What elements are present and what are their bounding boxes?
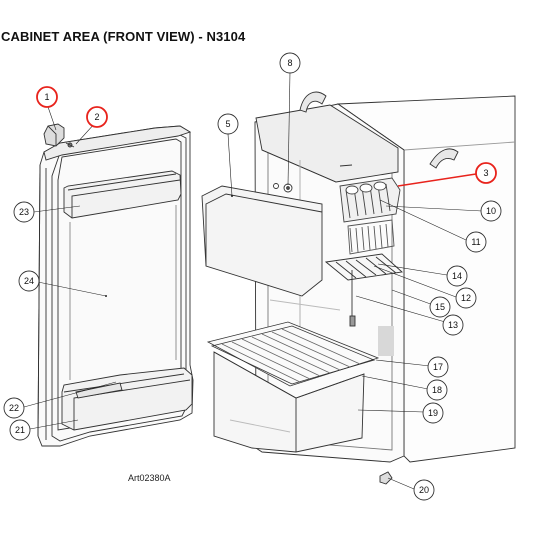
crisper-drawer	[213, 351, 365, 453]
callout-label: 13	[448, 320, 458, 330]
callout-label: 8	[287, 58, 292, 68]
callout-17: 17	[427, 356, 449, 378]
callout-11: 11	[465, 231, 487, 253]
callout-19: 19	[422, 402, 444, 424]
door-assembly	[37, 123, 194, 447]
callout-label: 23	[19, 207, 29, 217]
callout-label: 17	[433, 362, 443, 372]
door-hinge-part	[43, 123, 65, 147]
callout-20: 20	[413, 479, 435, 501]
callout-24: 24	[18, 270, 40, 292]
hinge-bracket-right	[429, 148, 459, 169]
leader-lines	[23, 71, 483, 490]
callout-2: 2	[86, 106, 108, 128]
callout-5: 5	[217, 113, 239, 135]
wire-shelf	[206, 321, 380, 387]
evaporator-fins	[339, 177, 401, 223]
callout-label: 1	[44, 92, 49, 102]
callout-8: 8	[279, 52, 301, 74]
door-bin-lower	[61, 367, 193, 431]
callout-21: 21	[9, 419, 31, 441]
callout-label: 24	[24, 276, 34, 286]
callout-label: 19	[428, 408, 438, 418]
cooling-fins	[347, 219, 395, 255]
callout-label: 14	[452, 271, 462, 281]
art-reference: Art02380A	[128, 473, 171, 483]
callout-23: 23	[13, 201, 35, 223]
callout-13: 13	[442, 314, 464, 336]
callout-label: 3	[483, 168, 488, 178]
callout-label: 11	[471, 237, 480, 247]
door-shelf-upper	[63, 170, 182, 219]
callout-label: 10	[486, 206, 496, 216]
small-clip-part	[379, 471, 393, 485]
callout-label: 2	[94, 112, 99, 122]
callout-label: 18	[432, 385, 442, 395]
callout-22: 22	[3, 397, 25, 419]
callout-18: 18	[426, 379, 448, 401]
cabinet-assembly	[254, 91, 516, 463]
callout-label: 5	[225, 119, 230, 129]
callout-3: 3	[475, 162, 497, 184]
callout-label: 15	[435, 302, 445, 312]
callout-label: 12	[461, 293, 471, 303]
callout-15: 15	[429, 296, 451, 318]
diagram-title: CABINET AREA (FRONT VIEW) - N3104	[1, 29, 246, 44]
callout-12: 12	[455, 287, 477, 309]
callout-1: 1	[36, 86, 58, 108]
hinge-bracket-left	[299, 91, 327, 113]
callout-14: 14	[446, 265, 468, 287]
callout-label: 20	[419, 485, 429, 495]
crisper-cover	[201, 185, 323, 297]
callout-label: 22	[9, 403, 19, 413]
callout-label: 21	[15, 425, 25, 435]
door-bin-fence	[75, 382, 123, 399]
small-rack	[324, 253, 404, 281]
callout-10: 10	[480, 200, 502, 222]
